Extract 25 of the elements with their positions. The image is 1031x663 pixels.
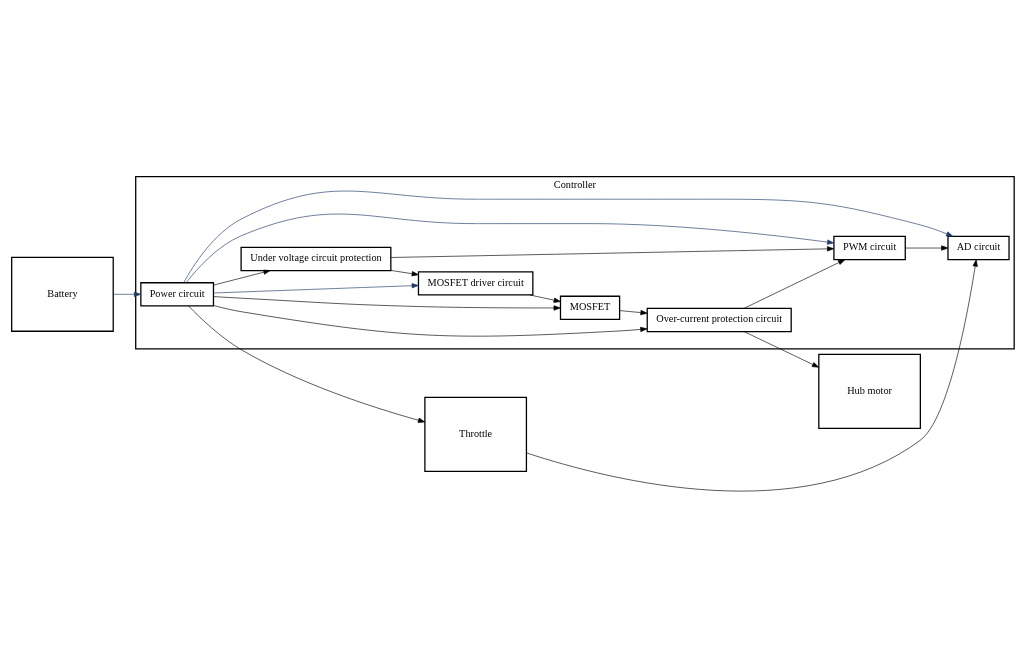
arrow bbox=[743, 259, 846, 309]
arrow bbox=[188, 305, 426, 423]
node-box: Hub motor bbox=[818, 353, 921, 429]
arrow bbox=[113, 291, 142, 297]
arrow bbox=[619, 310, 648, 316]
arrow bbox=[390, 270, 419, 277]
node-box: Power circuit bbox=[140, 282, 215, 307]
arrow bbox=[905, 245, 949, 251]
node-box: Battery bbox=[11, 256, 114, 332]
node-box: MOSFET bbox=[559, 295, 621, 320]
arrow bbox=[213, 269, 271, 286]
arrow bbox=[213, 305, 648, 337]
arrow bbox=[390, 246, 835, 258]
node-box: MOSFET driver circuit bbox=[417, 271, 534, 296]
arrow bbox=[213, 283, 419, 294]
arrow bbox=[183, 190, 954, 283]
arrow bbox=[529, 294, 561, 303]
node-box: Over-current protection circuit bbox=[646, 307, 792, 333]
node-box: Under voltage circuit protection bbox=[240, 246, 392, 272]
node-box: AD circuit bbox=[947, 235, 1010, 261]
arrow bbox=[526, 259, 978, 492]
arrow bbox=[213, 296, 561, 311]
arrow bbox=[186, 213, 835, 283]
node-box: Throttle bbox=[424, 396, 528, 472]
node-box: PWM circuit bbox=[833, 235, 906, 261]
